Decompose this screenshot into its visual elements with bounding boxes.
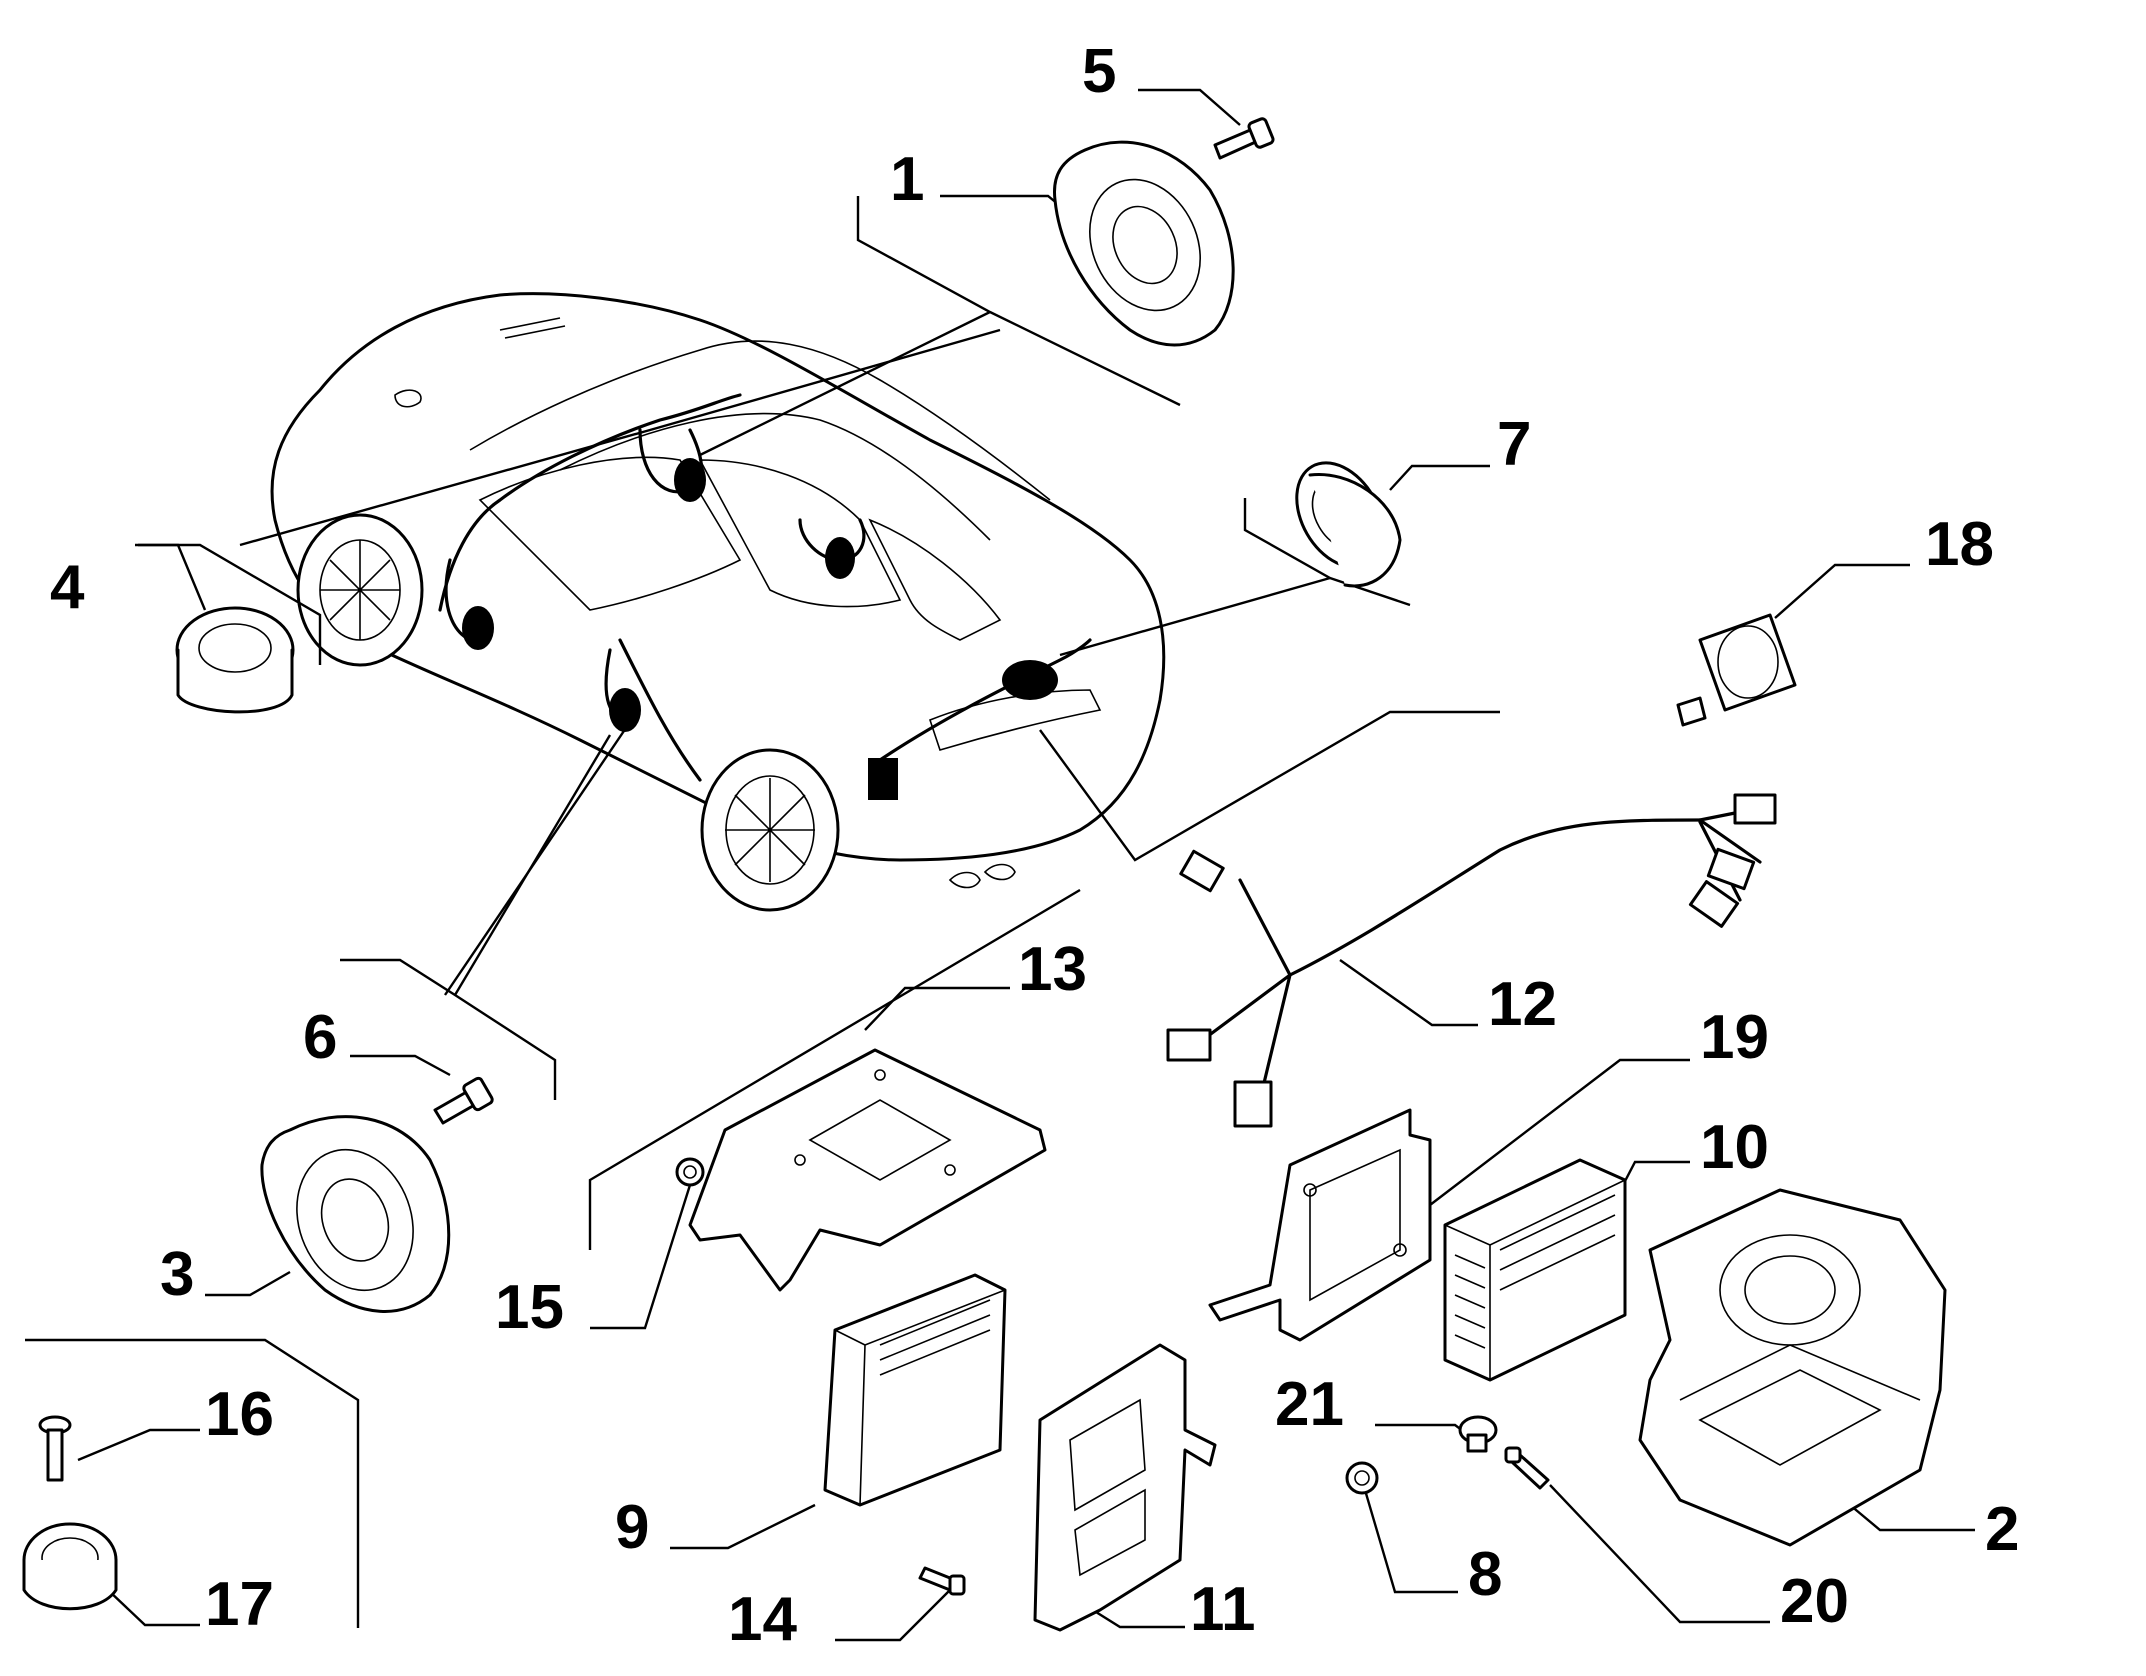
callout-19: 19 [1700,1003,1769,1072]
part-10-amplifier [1443,1158,1627,1382]
callout-13: 13 [1018,935,1087,1004]
callout-4: 4 [50,553,85,622]
callout-labels: 1 2 3 4 5 6 7 8 9 10 11 12 13 14 15 16 1… [50,37,2019,1654]
part-4-tweeter [175,606,295,714]
part-3-speaker [260,1115,451,1313]
callout-7: 7 [1497,410,1531,479]
part-8-nut [1345,1461,1379,1495]
callout-20: 20 [1780,1567,1849,1636]
part-18-tweeter [1676,613,1797,727]
part-12-wiring-harness [1166,793,1777,1128]
part-21-clip [1458,1415,1498,1453]
part-19-bracket [1208,1108,1432,1342]
part-11-bracket [1033,1343,1217,1632]
part-17-ring [22,1522,118,1611]
callout-11: 11 [1190,1575,1256,1644]
part-5-screw [1213,117,1275,160]
speaker-location-roof-right [825,537,855,579]
callout-18: 18 [1925,510,1994,579]
front-wheel [296,513,424,667]
callout-6: 6 [303,1003,337,1072]
callout-14: 14 [728,1585,797,1654]
part-9-module [823,1273,1007,1507]
speaker-location-front-door [462,606,494,650]
part-2-subwoofer [1638,1188,1947,1547]
callout-3: 3 [160,1240,194,1309]
part-14-screw [918,1566,966,1596]
speaker-location-tailgate [1002,660,1058,700]
part-15-nut [675,1157,705,1187]
part-6-screw [433,1076,494,1125]
callout-16: 16 [205,1380,274,1449]
part-1-speaker [1052,140,1235,347]
part-13-bracket [688,1048,1047,1292]
part-16-screw [38,1415,72,1482]
callout-5: 5 [1082,37,1116,106]
callout-1: 1 [890,145,924,214]
part-7-tweeter [1295,461,1402,588]
callout-9: 9 [615,1493,649,1562]
callout-10: 10 [1700,1113,1769,1182]
vehicle-illustration [270,292,1166,912]
callout-15: 15 [495,1273,564,1342]
speaker-location-roof-left [674,458,706,502]
rear-wheel [700,748,840,912]
callout-8: 8 [1468,1540,1502,1609]
callout-17: 17 [205,1570,274,1639]
callout-2: 2 [1985,1495,2019,1564]
callout-12: 12 [1488,970,1557,1039]
amplifier-location [868,758,898,800]
speaker-location-rear-door [609,688,641,732]
leader-lines [25,88,1975,1642]
callout-21: 21 [1275,1370,1344,1439]
part-20-stud [1504,1446,1550,1490]
